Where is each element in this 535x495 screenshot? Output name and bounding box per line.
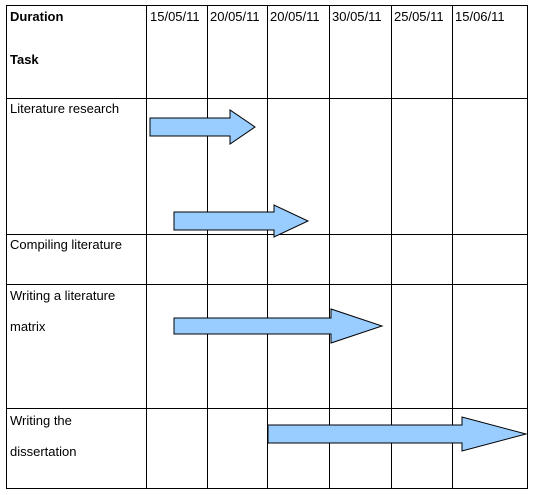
duration-header: Duration	[10, 9, 64, 24]
right-arrow-icon	[173, 204, 310, 238]
grid-line	[527, 5, 528, 489]
right-arrow-icon	[149, 109, 256, 145]
date-header: 30/05/11	[332, 9, 382, 24]
grid-line	[6, 98, 528, 99]
grid-line	[267, 5, 268, 489]
grid-line	[391, 5, 392, 489]
grid-line	[6, 5, 528, 6]
grid-line	[6, 234, 528, 235]
task-name: Compiling literature	[10, 237, 122, 252]
grid-line	[6, 284, 528, 285]
date-header: 20/05/11	[270, 9, 320, 24]
grid-line	[452, 5, 453, 489]
grid-line	[6, 488, 528, 489]
date-header: 25/05/11	[394, 9, 444, 24]
right-arrow-icon	[173, 308, 384, 344]
date-header: 15/05/11	[150, 9, 200, 24]
task-name: Writing the	[10, 413, 72, 428]
grid-line	[6, 408, 528, 409]
task-name: matrix	[10, 319, 46, 334]
right-arrow-icon	[267, 416, 528, 452]
task-name: Writing a literature	[10, 288, 116, 303]
date-header: 20/05/11	[210, 9, 260, 24]
task-header: Task	[10, 52, 39, 67]
grid-line	[6, 5, 7, 489]
task-name: Literature research	[10, 101, 120, 116]
grid-line	[146, 5, 147, 489]
date-header: 15/06/11	[455, 9, 505, 24]
gantt-chart: Duration Task 15/05/11 20/05/11 20/05/11…	[6, 5, 528, 489]
grid-line	[329, 5, 330, 489]
task-name: dissertation	[10, 444, 77, 459]
grid-line	[207, 5, 208, 489]
